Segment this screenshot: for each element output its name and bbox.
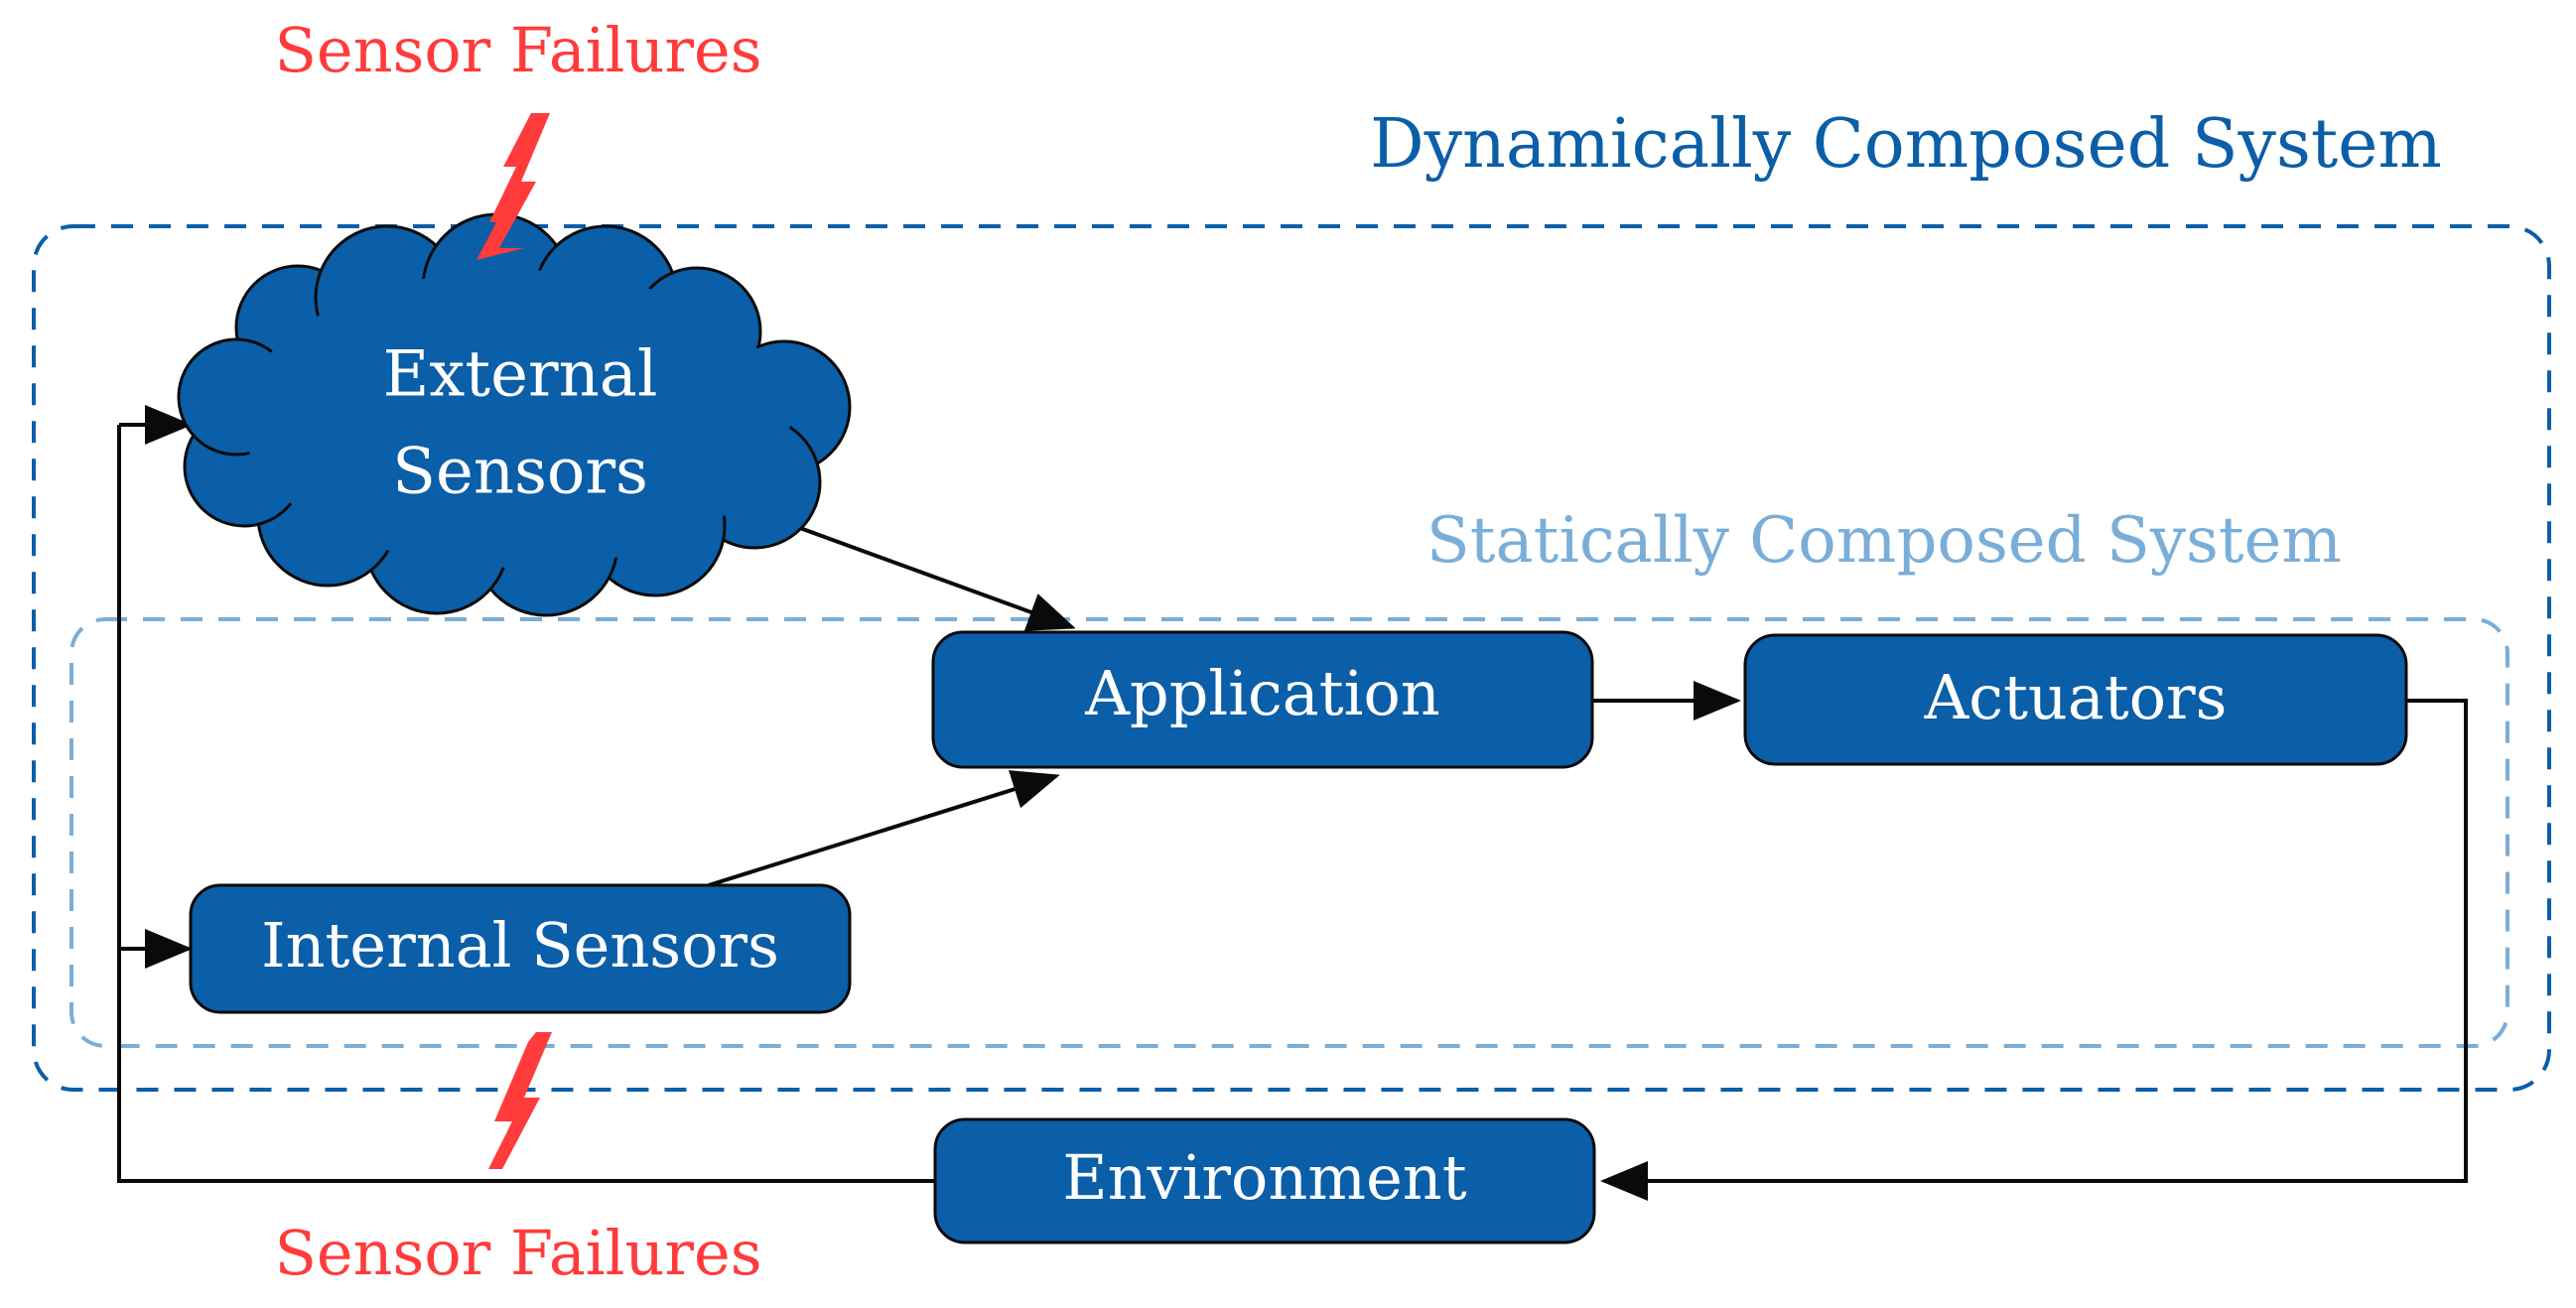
actuators-to-environment-edge xyxy=(1600,699,2468,1201)
environment-feedback-edge xyxy=(117,425,935,1183)
static-system-title: Statically Composed System xyxy=(1426,504,2342,578)
dynamic-system-boundary xyxy=(32,224,2551,1092)
external-sensors-label-line1: External xyxy=(383,338,658,412)
actuators-label: Actuators xyxy=(1923,661,2227,733)
internal-sensors-node: Internal Sensors xyxy=(189,883,852,1014)
internal-sensors-to-application-edge xyxy=(708,770,1060,887)
lightning-bolt-icon xyxy=(476,113,550,260)
static-system-boundary xyxy=(69,617,2509,1048)
internal-sensors-label: Internal Sensors xyxy=(261,909,779,981)
application-node: Application xyxy=(931,630,1594,769)
external-sensors-label-line2: Sensors xyxy=(392,436,648,509)
environment-node: Environment xyxy=(933,1117,1596,1244)
application-label: Application xyxy=(1084,657,1440,729)
sensor-failures-bottom-label: Sensor Failures xyxy=(274,1217,761,1289)
dynamic-system-title: Dynamically Composed System xyxy=(1370,105,2442,184)
external-sensors-to-application-edge xyxy=(755,510,1076,631)
actuators-node: Actuators xyxy=(1743,633,2408,766)
environment-label: Environment xyxy=(1062,1141,1466,1214)
lightning-bolt-icon xyxy=(488,1032,552,1169)
external-sensors-node: External Sensors xyxy=(177,212,852,617)
sensor-failures-top-label: Sensor Failures xyxy=(274,14,761,86)
